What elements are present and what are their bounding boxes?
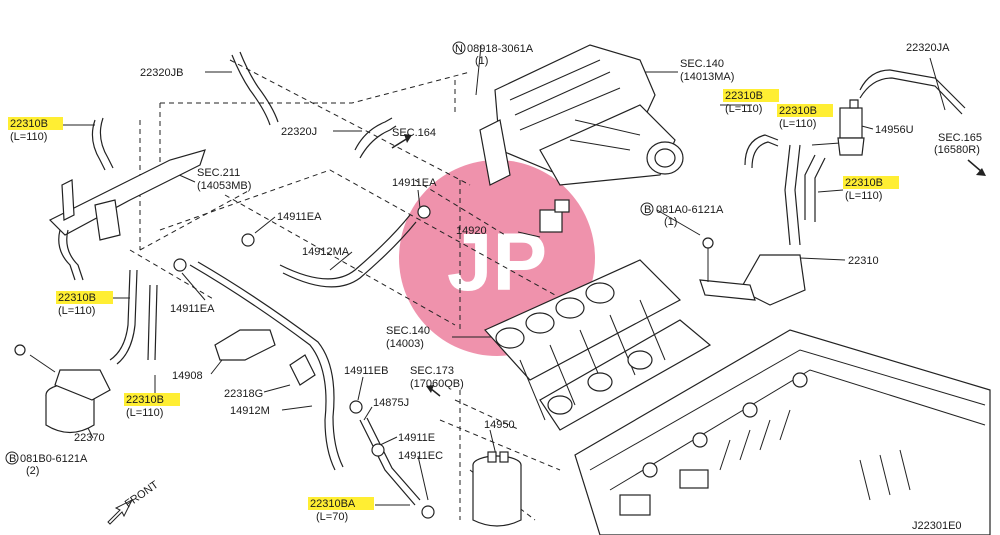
label-14911ec: 14911EC [398,450,443,462]
label-bolt-a-qty: (1) [664,216,677,228]
svg-text:22310B: 22310B [725,90,763,102]
label-sec140-mid-sub: (14003) [386,338,424,350]
svg-text:22310B: 22310B [845,177,883,189]
intake-manifold [484,259,712,431]
canister-14950 [472,451,522,527]
highlighted-label-6: 22310B (L=110) [843,176,899,202]
label-sec165: SEC.165 [938,132,982,144]
solenoid-22370 [14,344,111,434]
label-14911ea-mid: 14911EA [277,211,322,223]
label-sec211: SEC.211 [197,167,240,179]
label-bolt-b-qty: (2) [26,465,39,477]
label-22310: 22310 [848,255,879,267]
svg-text:(L=70): (L=70) [316,511,348,523]
label-22318g: 22318G [224,388,263,400]
intake-collector [479,44,684,186]
solenoid-14956u [837,99,865,156]
label-14911e: 14911E [398,432,435,444]
label-sec140-mid: SEC.140 [386,325,430,337]
clamps [173,205,435,519]
label-bolt-a: 081A0-6121A [656,204,724,216]
label-22370: 22370 [74,432,105,444]
svg-text:(L=110): (L=110) [779,118,816,130]
label-sec173-sub: (17060QB) [410,378,464,390]
leader-lines [62,45,946,506]
label-nut-circle: N [455,43,463,55]
valve-14920 [539,199,570,233]
front-indicator: FRONT [107,479,161,525]
label-sec173: SEC.173 [410,365,454,377]
highlighted-label-7: 22310BA (L=70) [308,497,374,523]
label-22320ja: 22320JA [906,42,950,54]
label-14908: 14908 [172,370,203,382]
label-bolt-a-circle: B [644,204,651,216]
label-14911ea-top: 14911EA [392,177,437,189]
svg-text:22310B: 22310B [779,105,817,117]
label-14950: 14950 [484,419,515,431]
label-sec140-top-sub: (14013MA) [680,71,734,83]
highlighted-label-1: 22310B (L=110) [8,117,63,143]
part-labels: 22320JB 22320J SEC.164 SEC.211 (14053MB)… [5,41,982,532]
arrows [391,134,986,397]
highlighted-label-2: 22310B (L=110) [56,291,113,317]
label-22320jb: 22320JB [140,67,183,79]
label-14912m: 14912M [230,405,270,417]
label-14911ea-low: 14911EA [170,303,215,315]
svg-text:22310B: 22310B [58,292,96,304]
highlighted-label-3: 22310B (L=110) [124,393,180,419]
svg-text:22310B: 22310B [10,118,48,130]
label-14920: 14920 [456,225,487,237]
bracket-upper-left [48,149,206,281]
hoses [91,51,966,506]
label-nut: 08918-3061A [467,43,534,55]
label-14956u: 14956U [875,124,914,136]
highlighted-label-4: 22310B (L=110) [723,89,779,115]
bracket-22310 [699,237,806,306]
label-bolt-b-circle: B [9,453,16,465]
cylinder-head [574,329,991,535]
label-sec165-sub: (16580R) [934,144,980,156]
label-14912ma: 14912MA [302,246,350,258]
label-14911eb: 14911EB [344,365,388,377]
label-sec164: SEC.164 [392,127,436,139]
svg-text:(L=110): (L=110) [126,407,163,419]
label-22320j: 22320J [281,126,317,138]
highlighted-label-5: 22310B (L=110) [777,104,833,130]
svg-text:(L=110): (L=110) [10,131,47,143]
label-sec211-sub: (14053MB) [197,180,251,192]
svg-text:(L=110): (L=110) [845,190,882,202]
front-label: FRONT [123,479,161,511]
svg-text:22310BA: 22310BA [310,498,356,510]
label-nut-qty: (1) [475,55,488,67]
label-sec140-top: SEC.140 [680,58,724,70]
label-14875j: 14875J [373,397,409,409]
svg-text:(L=110): (L=110) [725,103,762,115]
label-bolt-b: 081B0-6121A [20,453,88,465]
svg-text:(L=110): (L=110) [58,305,95,317]
svg-text:22310B: 22310B [126,394,164,406]
diagram-code: J22301E0 [912,520,962,532]
